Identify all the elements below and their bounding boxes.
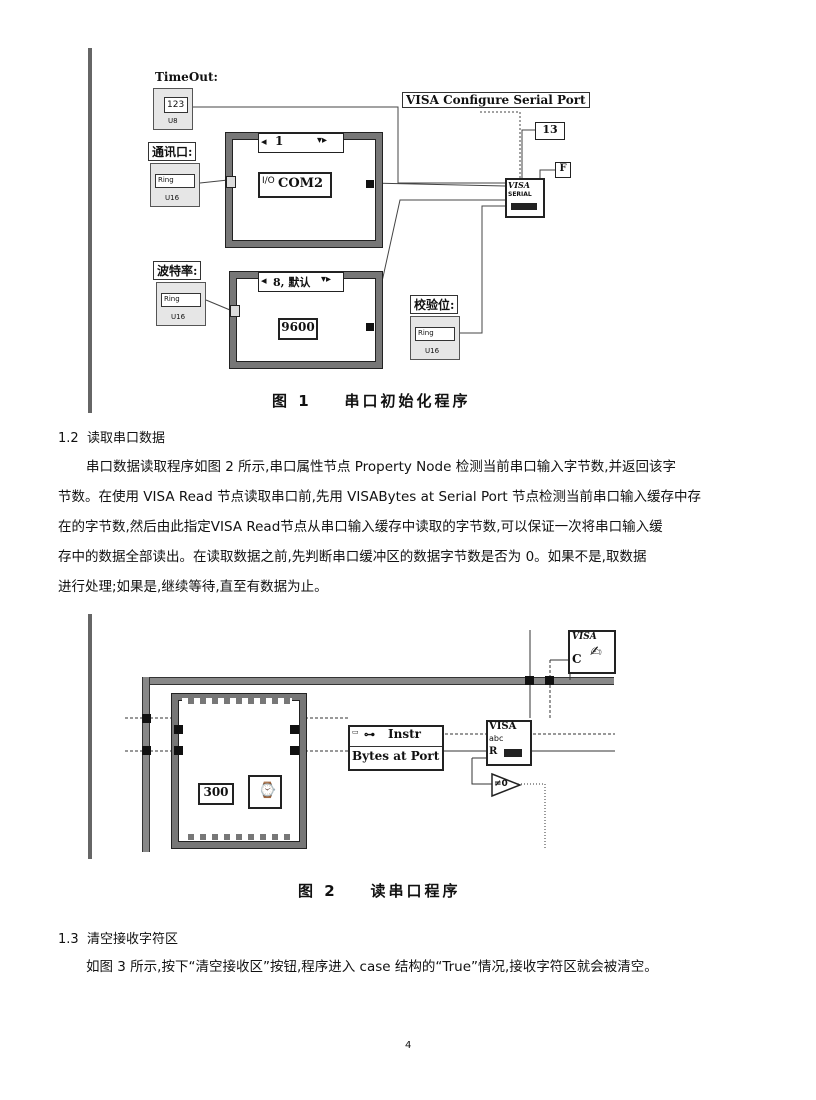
timeout-unit: U8 [168,117,178,125]
com-constant[interactable]: I/O COM2 [258,172,332,198]
section-1-3-paragraph: 如图 3 所示,按下“清空接收区”按钮,程序进入 case 结构的“True”情… [58,952,768,982]
baud-constant[interactable]: 9600 [278,318,318,340]
hand-icon: ✍ [590,644,602,660]
figure-1-wires [190,106,555,334]
case-2-selector-value: 8, 默认 [273,276,311,289]
case-2-tunnel [366,323,374,331]
visa-read-abc: abc [489,734,504,743]
constant-13: 13 [535,122,565,140]
visa-serial-node[interactable]: VISA SERIAL [505,178,545,218]
watch-icon: ⌚ [258,781,277,799]
case-1-selector[interactable]: ◂ 1 ▾▸ [258,133,344,153]
wait-ms-node[interactable]: ⌚ [248,775,282,809]
paragraph-line: 如图 3 所示,按下“清空接收区”按钮,程序进入 case 结构的“True”情… [86,959,658,975]
case-2-selector[interactable]: ◂ 8, 默认 ▾▸ [258,272,344,292]
paragraph-line: 节数。在使用 VISA Read 节点读取串口前,先用 VISABytes at… [58,489,701,505]
case-1-left-arrow-icon: ◂ [261,135,267,148]
case-1-selector-value: 1 [275,134,284,148]
visa-close-c: C [572,652,582,666]
tunnel [525,676,534,685]
property-node-in-icon: ▭ [352,728,359,736]
read-r: R [489,746,498,757]
visa-close-label: VISA [572,632,597,642]
tunnel [142,746,151,755]
sequence-frame-sprockets-bottom [182,834,292,840]
port-ring-text: Ring [158,176,174,184]
constant-f: F [555,162,571,178]
baud-ring-control[interactable]: Ring U16 [156,282,206,326]
property-node[interactable]: ▭ ⊶ Instr Bytes at Port [348,725,444,771]
timeout-value: 123 [167,100,185,110]
bytes-at-port-text: Bytes at Port [352,749,440,763]
case-2-dropdown-icon: ▾▸ [321,274,332,285]
case-1-selector-terminal [226,176,236,188]
section-1-2-paragraph: 串口数据读取程序如图 2 所示,串口属性节点 Property Node 检测当… [58,452,768,602]
baud-label: 波特率: [153,261,202,280]
baud-ring-unit: U16 [171,313,186,321]
section-1-3-heading: 1.3 清空接收字符区 [58,932,178,947]
tunnel [290,746,299,755]
parity-label: 校验位: [410,295,459,314]
page-number: 4 [405,1040,412,1051]
timeout-control[interactable]: 123 U8 [153,88,193,130]
sequence-frame [172,694,306,848]
serial-port-icon [511,203,537,210]
connector-icon: ⊶ [364,728,375,741]
case-1-dropdown-icon: ▾▸ [317,135,328,146]
io-icon: I/O [262,176,275,186]
figure-1-caption: 图 1 串口初始化程序 [272,392,471,410]
section-1-2-heading: 1.2 读取串口数据 [58,431,165,446]
serial-connector-icon [504,749,522,757]
paragraph-line: 串口数据读取程序如图 2 所示,串口属性节点 Property Node 检测当… [86,459,676,475]
visa-serial-visa: VISA [508,180,530,190]
tunnel [142,714,151,723]
not-equal-zero-node[interactable] [490,772,522,798]
tunnel [174,746,183,755]
parity-ring-text: Ring [418,329,434,337]
com-value: COM2 [278,176,324,191]
error-cluster-wire [142,677,614,685]
paragraph-line: 存中的数据全部读出。在读取数据之前,先判断串口缓冲区的数据字节数是否为 0。如果… [58,549,647,565]
timeout-label: TimeOut: [155,70,218,84]
figure-1-left-bar [88,48,92,413]
case-2-left-arrow-icon: ◂ [261,274,267,287]
figure-2-caption: 图 2 读串口程序 [298,882,461,900]
figure-2-left-bar [88,614,92,859]
case-2-selector-terminal [230,305,240,317]
port-label: 通讯口: [148,142,197,161]
error-cluster-wire-vertical [142,677,150,852]
baud-ring-text: Ring [164,295,180,303]
instr-text: Instr [388,727,421,741]
sequence-frame-sprockets [182,698,292,704]
not-equal-zero-text: ≠0 [494,779,508,789]
visa-read-node[interactable]: VISA abc R [486,720,532,766]
tunnel [290,725,299,734]
visa-read-label: VISA [489,721,517,732]
paragraph-line: 在的字节数,然后由此指定VISA Read节点从串口输入缓存中读取的字节数,可以… [58,519,663,535]
tunnel [545,676,554,685]
visa-configure-label: VISA Configure Serial Port [402,92,590,108]
parity-ring-control[interactable]: Ring U16 [410,316,460,360]
visa-serial-text: SERIAL [508,191,532,198]
paragraph-line: 进行处理;如果是,继续等待,直至有数据为止。 [58,579,328,595]
port-ring-control[interactable]: Ring U16 [150,163,200,207]
tunnel [174,725,183,734]
wait-constant[interactable]: 300 [198,783,234,805]
case-1-tunnel [366,180,374,188]
visa-close-node[interactable]: VISA C ✍ [568,630,616,674]
parity-ring-unit: U16 [425,347,440,355]
port-ring-unit: U16 [165,194,180,202]
